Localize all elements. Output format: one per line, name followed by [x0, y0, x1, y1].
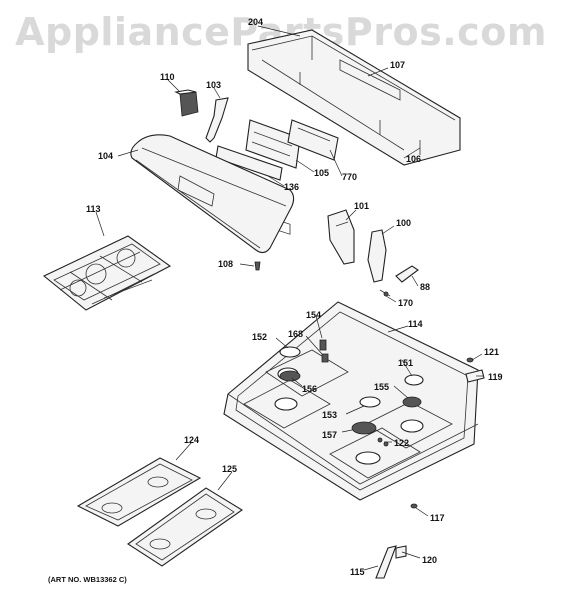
- part-770-overlay[interactable]: [287, 119, 339, 161]
- callout-103: 103: [206, 80, 221, 90]
- part-103-bracket[interactable]: [205, 97, 229, 143]
- part-119-clip[interactable]: [465, 369, 485, 383]
- callout-121: 121: [484, 347, 499, 357]
- callout-119: 119: [488, 372, 503, 382]
- callout-125: 125: [222, 464, 237, 474]
- backguard-assembly[interactable]: [247, 29, 461, 166]
- part-125-drip-pan[interactable]: [127, 487, 244, 567]
- callout-113: 113: [86, 204, 101, 214]
- leader-lines: [95, 25, 484, 571]
- part-170-screw[interactable]: [379, 289, 391, 297]
- callout-107: 107: [390, 60, 405, 70]
- part-151-burner-cap[interactable]: [404, 374, 424, 386]
- callout-106: 106: [406, 154, 421, 164]
- callout-104: 104: [98, 151, 113, 161]
- part-157-burner-head[interactable]: [351, 421, 377, 435]
- callout-120: 120: [422, 555, 437, 565]
- part-108-screw[interactable]: [254, 261, 261, 271]
- callout-136: 136: [284, 182, 299, 192]
- part-88-leveling-leg[interactable]: [395, 265, 419, 283]
- part-100-side-bracket[interactable]: [367, 229, 387, 283]
- part-110-switch[interactable]: [174, 89, 199, 117]
- part-152-burner-cap[interactable]: [279, 346, 301, 358]
- callout-152: 152: [252, 332, 267, 342]
- callout-110: 110: [160, 72, 175, 82]
- callout-108: 108: [218, 259, 233, 269]
- callout-117: 117: [430, 513, 445, 523]
- callout-770: 770: [342, 172, 357, 182]
- callout-124: 124: [184, 435, 199, 445]
- callout-122: 122: [394, 438, 409, 448]
- callout-155: 155: [374, 382, 389, 392]
- callout-156: 156: [302, 384, 317, 394]
- callout-168: 168: [288, 329, 303, 339]
- part-168-spark-electrode[interactable]: [321, 353, 329, 363]
- part-117-screw[interactable]: [410, 503, 418, 509]
- callout-101: 101: [354, 201, 369, 211]
- callout-88: 88: [420, 282, 430, 292]
- part-120-clip[interactable]: [395, 545, 407, 559]
- art-number: (ART NO. WB13362 C): [48, 575, 127, 584]
- part-115-rod[interactable]: [375, 545, 397, 579]
- callout-151: 151: [398, 358, 413, 368]
- part-104-control-panel[interactable]: [130, 134, 295, 254]
- callout-100: 100: [396, 218, 411, 228]
- part-101-bracket[interactable]: [327, 209, 355, 265]
- callout-105: 105: [314, 168, 329, 178]
- callout-labels: 204 107 110 103 104 105 770 106 136 113 …: [86, 17, 503, 577]
- callout-154: 154: [306, 310, 321, 320]
- callout-157: 157: [322, 430, 337, 440]
- part-113-burner-grates[interactable]: [42, 235, 172, 311]
- part-124-drip-pan[interactable]: [76, 457, 202, 527]
- callout-115: 115: [350, 567, 365, 577]
- part-154-orifice[interactable]: [319, 339, 327, 351]
- part-156-burner-head[interactable]: [279, 370, 301, 382]
- part-121-screw[interactable]: [466, 357, 474, 363]
- part-155-burner-head[interactable]: [402, 396, 422, 408]
- part-153-burner-cap[interactable]: [359, 396, 381, 408]
- callout-153: 153: [322, 410, 337, 420]
- callout-114: 114: [408, 319, 423, 329]
- callout-170: 170: [398, 298, 413, 308]
- part-136-faceplate-strip[interactable]: [215, 145, 283, 181]
- callout-204: 204: [248, 17, 263, 27]
